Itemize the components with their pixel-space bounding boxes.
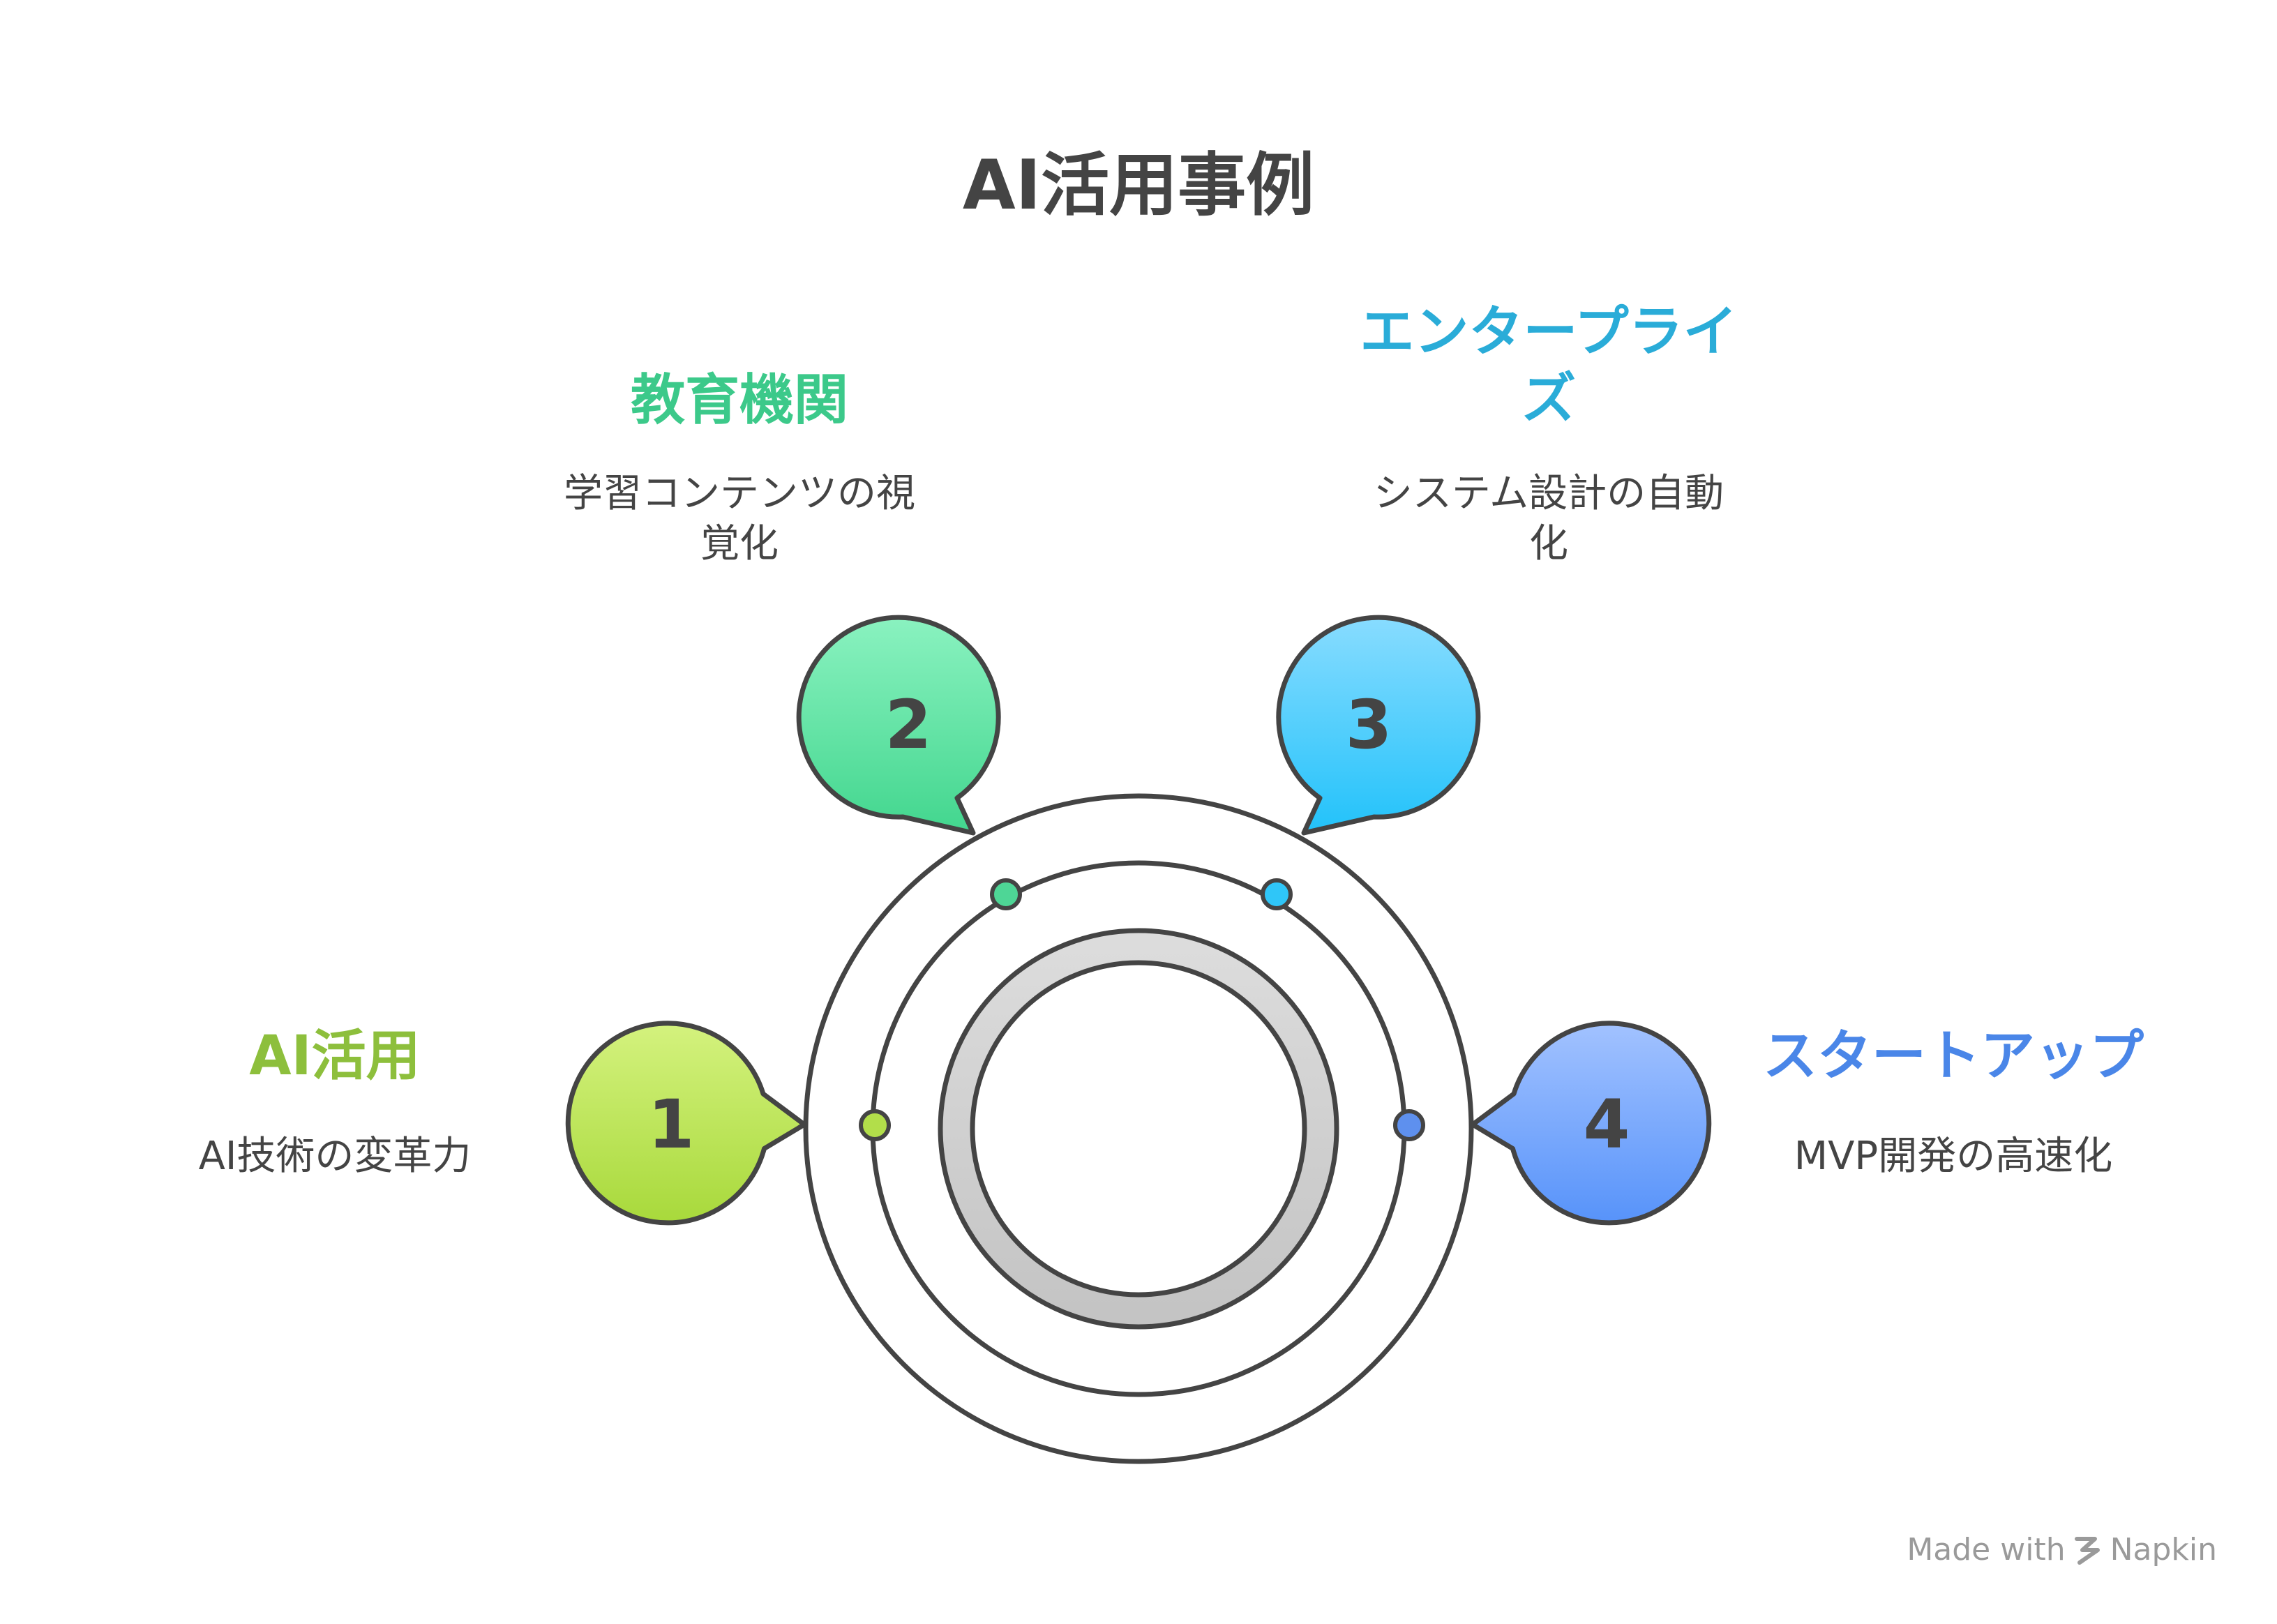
item-3-label-line-1: エンタープライ: [1360, 301, 1738, 363]
step-bubble-3: 3: [1276, 615, 1481, 836]
item-3-description-line-1: システム設計の自動: [1373, 471, 1724, 516]
watermark-brand: Napkin: [2110, 1532, 2217, 1567]
core-ring-outer-edge: [938, 928, 1339, 1330]
item-4-label: スタートアップ: [1762, 1025, 2144, 1088]
item-1-label: AI活用: [249, 1025, 421, 1088]
step-number-2: 2: [885, 686, 932, 764]
core-ring-inner-edge: [970, 960, 1307, 1298]
item-2-label: 教育機関: [630, 369, 848, 432]
page-title: AI活用事例: [962, 146, 1315, 225]
item-1-description: AI技術の変革力: [160, 1131, 509, 1182]
item-3-description: システム設計の自動 化: [1325, 469, 1772, 569]
marker-dot-2: [990, 878, 1022, 910]
item-3-label: エンタープライ ズ: [1325, 299, 1772, 433]
item-2-description: 学習コンテンツの視 覚化: [530, 469, 949, 569]
step-bubble-4: 4: [1470, 1021, 1712, 1226]
item-4-description: MVP開発の高速化: [1716, 1131, 2190, 1182]
step-bubble-1: 1: [565, 1021, 807, 1226]
marker-dot-1: [859, 1109, 891, 1141]
step-number-3: 3: [1346, 686, 1392, 764]
item-2-description-line-1: 学習コンテンツの視: [564, 471, 915, 516]
marker-dot-3: [1261, 878, 1293, 910]
step-number-4: 4: [1584, 1085, 1630, 1164]
napkin-logo-icon: [2074, 1537, 2100, 1565]
item-3-label-line-2: ズ: [1521, 368, 1576, 430]
item-4-description-line: MVP開発の高速化: [1794, 1134, 2113, 1179]
item-2-description-line-2: 覚化: [700, 521, 779, 566]
step-bubble-2: 2: [796, 615, 1001, 836]
core-ring: [940, 931, 1337, 1327]
item-3-description-line-2: 化: [1529, 521, 1568, 566]
watermark-prefix: Made with: [1907, 1532, 2066, 1567]
item-1-description-line: AI技術の変革力: [198, 1134, 472, 1179]
step-number-1: 1: [648, 1085, 695, 1164]
napkin-watermark[interactable]: Made with Napkin: [1907, 1529, 2217, 1571]
marker-dot-4: [1393, 1109, 1425, 1141]
